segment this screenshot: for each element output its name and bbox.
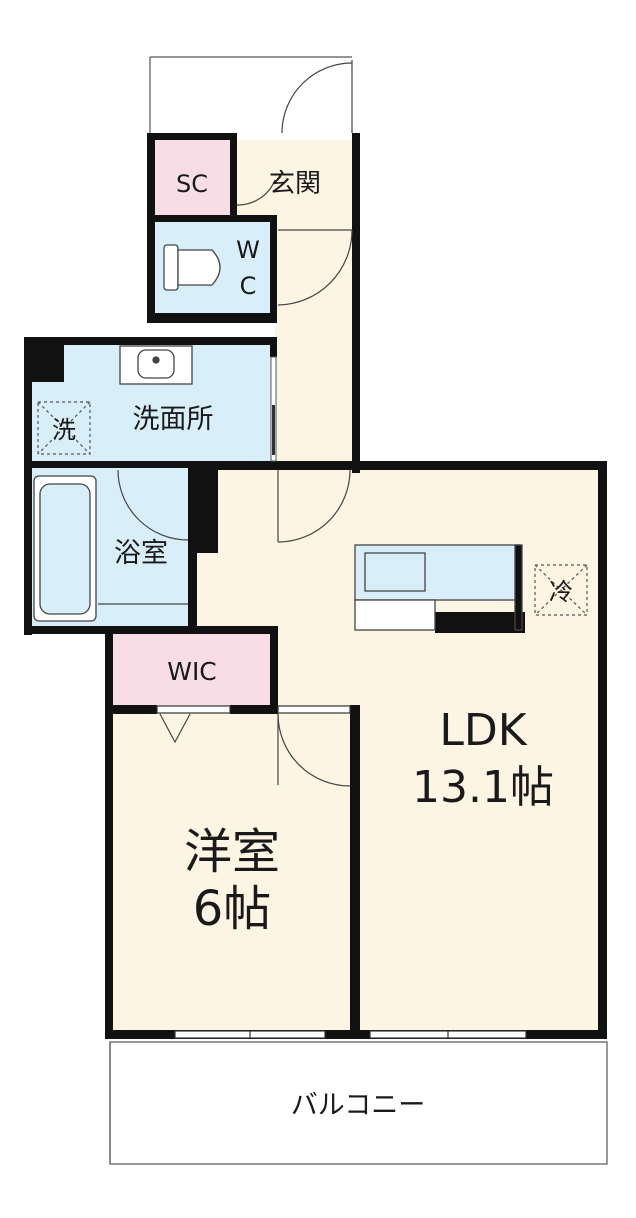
sliding-door: [270, 356, 277, 462]
toilet: [163, 244, 221, 291]
hallway-floor: [275, 215, 355, 470]
door-swings: [117, 60, 353, 787]
senmenjo-label: 洗面所: [133, 404, 214, 435]
yoshitsu-name-label: 洋室: [184, 824, 280, 880]
ldk-name-label: LDK: [439, 705, 527, 756]
ldk-size-label: 13.1帖: [412, 762, 554, 813]
porch: [149, 56, 352, 133]
yokushitsu-label: 浴室: [114, 538, 168, 569]
fridge-space: [534, 564, 588, 616]
sc-label: SC: [176, 170, 208, 198]
yoshitsu-size-label: 6帖: [193, 881, 272, 937]
genkan-floor: [230, 140, 355, 220]
washer-label: 洗: [52, 416, 76, 444]
wic-label: WIC: [167, 657, 217, 686]
wc-label-c: C: [240, 272, 257, 300]
balcony-outline: [109, 1041, 608, 1165]
balcony-label: バルコニー: [291, 1090, 425, 1121]
fridge-label: 冷: [549, 578, 573, 606]
bathtub: [33, 475, 97, 622]
floors: [30, 140, 600, 1035]
sc-floor: [155, 140, 230, 215]
yoshitsu-floor: [110, 710, 355, 1035]
wc-label-w: W: [236, 236, 260, 264]
wic-floor: [110, 632, 275, 707]
washbasin: [119, 345, 193, 385]
washer-space: [37, 401, 91, 455]
labels: SC 玄関 W C 洗面所 洗 浴室 WIC LDK 13.1帖 洋室 6帖 冷…: [52, 169, 573, 1121]
windows: [156, 705, 527, 1039]
genkan-label: 玄関: [269, 169, 321, 199]
kitchen-counter: [354, 544, 523, 631]
